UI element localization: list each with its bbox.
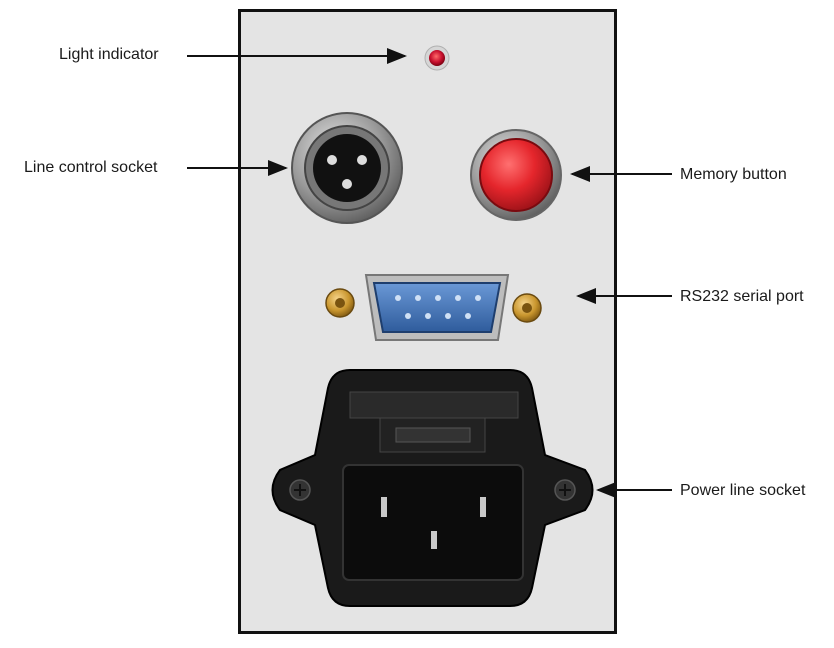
label-light-indicator: Light indicator: [59, 46, 159, 63]
label-rs232-serial-port: RS232 serial port: [680, 288, 804, 305]
light-indicator: [424, 45, 450, 71]
memory-button[interactable]: [470, 129, 562, 221]
line-control-socket[interactable]: [291, 112, 403, 224]
label-power-line-socket: Power line socket: [680, 482, 806, 499]
label-line-control-socket: Line control socket: [24, 159, 158, 176]
label-memory-button: Memory button: [680, 166, 787, 183]
power-line-socket[interactable]: [271, 369, 594, 607]
rs232-serial-port[interactable]: [325, 274, 542, 341]
